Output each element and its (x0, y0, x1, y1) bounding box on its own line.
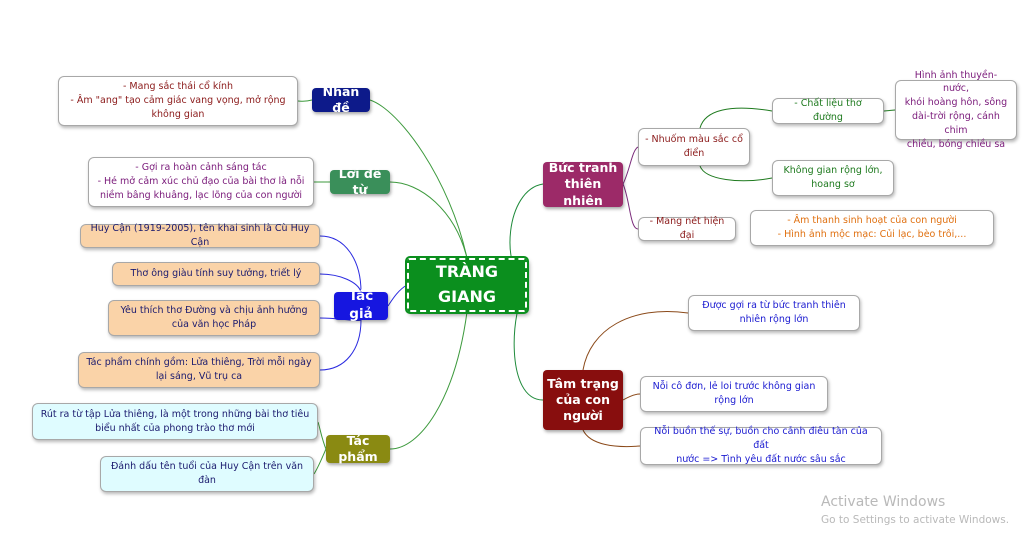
link-tac-gia-4 (319, 319, 362, 371)
leaf-hinh-anh-thuyen-nuoc[interactable]: Hình ảnh thuyền-nước, khói hoàng hôn, sô… (895, 70, 1017, 150)
link-root-tac-gia (387, 284, 408, 307)
leaf-nhan-de[interactable]: - Mang sắc thái cổ kính - Âm "ang" tạo c… (58, 76, 298, 126)
leaf-khong-gian-rong-lon[interactable]: Không gian rộng lớn, hoang sơ (772, 160, 894, 196)
activate-windows-title: Activate Windows (821, 494, 946, 510)
branch-label: Nhan đề (322, 83, 360, 115)
link-nhan-de-leaf (297, 99, 313, 102)
root-label: TRÀNG GIANG (435, 262, 499, 306)
leaf-text: Thơ ông giàu tính suy tưởng, triết lý (130, 268, 302, 280)
branch-nhan-de[interactable]: Nhan đề (312, 84, 370, 115)
link-buc-hien-dai (622, 183, 639, 230)
leaf-tam-trang-3[interactable]: Nỗi buồn thế sự, buồn cho cảnh điêu tàn … (640, 426, 882, 465)
leaf-text: Hình ảnh thuyền-nước, khói hoàng hôn, sô… (904, 69, 1008, 150)
branch-label: Bức tranh thiên nhiên (548, 160, 618, 208)
branch-label: Tác phẩm (338, 432, 378, 464)
leaf-text: Rút ra từ tập Lửa thiêng, là một trong n… (40, 408, 310, 434)
leaf-text: Không gian rộng lớn, hoang sơ (783, 165, 883, 190)
link-tac-gia-1 (319, 235, 362, 293)
branch-label: Lời đề từ (338, 165, 382, 197)
link-nhuom-chat-lieu (699, 107, 773, 129)
leaf-tac-gia-4[interactable]: Tác phẩm chính gồm: Lửa thiêng, Trời mỗi… (78, 352, 320, 388)
leaf-text: - Mang nét hiện đại (649, 216, 725, 241)
activate-windows-subtitle: Go to Settings to activate Windows. (821, 514, 1010, 526)
link-hien-dai-am-thanh (736, 228, 750, 229)
branch-tac-gia[interactable]: Tác giả (334, 288, 388, 322)
leaf-text: - Nhuốm màu sắc cổ điển (645, 134, 743, 159)
link-buc-nhuom (622, 146, 639, 185)
leaf-text: Được gợi ra từ bức tranh thiên nhiên rộn… (702, 300, 846, 325)
branch-loi-de-tu[interactable]: Lời đề từ (330, 166, 390, 197)
leaf-tam-trang-1[interactable]: Được gợi ra từ bức tranh thiên nhiên rộn… (688, 295, 860, 331)
leaf-text: Nỗi buồn thế sự, buồn cho cảnh điêu tàn … (654, 426, 868, 465)
link-tac-gia-2 (319, 273, 362, 293)
link-tac-pham-2 (313, 448, 327, 475)
leaf-nhuom-mau-co-dien[interactable]: - Nhuốm màu sắc cổ điển (638, 128, 750, 166)
leaf-text: Nỗi cô đơn, lẻ loi trước không gian rộng… (652, 381, 816, 406)
link-chat-lieu-hinh-anh (883, 109, 896, 112)
leaf-tac-gia-2[interactable]: Thơ ông giàu tính suy tưởng, triết lý (112, 262, 320, 286)
branch-label: Tâm trạng của con người (547, 375, 619, 424)
link-tac-pham-1 (317, 421, 327, 450)
branch-label: Tác giả (348, 288, 374, 322)
link-root-nhan-de (369, 99, 468, 259)
branch-tam-trang-con-nguoi[interactable]: Tâm trạng của con người (543, 370, 623, 430)
leaf-tac-pham-1[interactable]: Rút ra từ tập Lửa thiêng, là một trong n… (32, 403, 318, 440)
leaf-am-thanh-sinh-hoat[interactable]: - Âm thanh sinh hoạt của con người - Hìn… (750, 210, 994, 246)
leaf-text: - Chất liệu thơ đường (794, 98, 862, 123)
leaf-text: Huy Cận (1919-2005), tên khai sinh là Cù… (90, 223, 310, 248)
link-tam-trang-1 (582, 311, 689, 371)
branch-tac-pham[interactable]: Tác phẩm (326, 432, 390, 464)
leaf-text: - Âm thanh sinh hoạt của con người - Hìn… (777, 215, 967, 240)
leaf-text: Đánh dấu tên tuổi của Huy Cận trên văn đ… (110, 461, 304, 486)
leaf-tac-gia-3[interactable]: Yêu thích thơ Đường và chịu ảnh hưởng củ… (108, 300, 320, 336)
link-tam-trang-3 (582, 429, 641, 448)
leaf-text: - Gợi ra hoàn cảnh sáng tác - Hé mở cảm … (97, 162, 305, 201)
leaf-tam-trang-2[interactable]: Nỗi cô đơn, lẻ loi trước không gian rộng… (640, 376, 828, 412)
link-root-loi-de-tu (389, 181, 468, 259)
leaf-chat-lieu-tho-duong[interactable]: - Chất liệu thơ đường (772, 98, 884, 124)
leaf-tac-pham-2[interactable]: Đánh dấu tên tuổi của Huy Cận trên văn đ… (100, 456, 314, 492)
leaf-text: - Mang sắc thái cổ kính - Âm "ang" tạo c… (70, 81, 286, 120)
leaf-tac-gia-1[interactable]: Huy Cận (1919-2005), tên khai sinh là Cù… (80, 223, 320, 248)
link-root-tac-pham (389, 311, 468, 450)
branch-buc-tranh-thien-nhien[interactable]: Bức tranh thiên nhiên (543, 160, 623, 208)
link-tam-trang-2 (622, 393, 641, 401)
leaf-text: Yêu thích thơ Đường và chịu ảnh hưởng củ… (120, 305, 308, 330)
link-nhuom-khong-gian (699, 165, 773, 182)
leaf-loi-de-tu[interactable]: - Gợi ra hoàn cảnh sáng tác - Hé mở cảm … (88, 157, 314, 207)
root-node-trang-giang[interactable]: TRÀNG GIANG (405, 256, 529, 314)
leaf-mang-net-hien-dai[interactable]: - Mang nét hiện đại (638, 216, 736, 241)
leaf-text: Tác phẩm chính gồm: Lửa thiêng, Trời mỗi… (86, 357, 312, 382)
